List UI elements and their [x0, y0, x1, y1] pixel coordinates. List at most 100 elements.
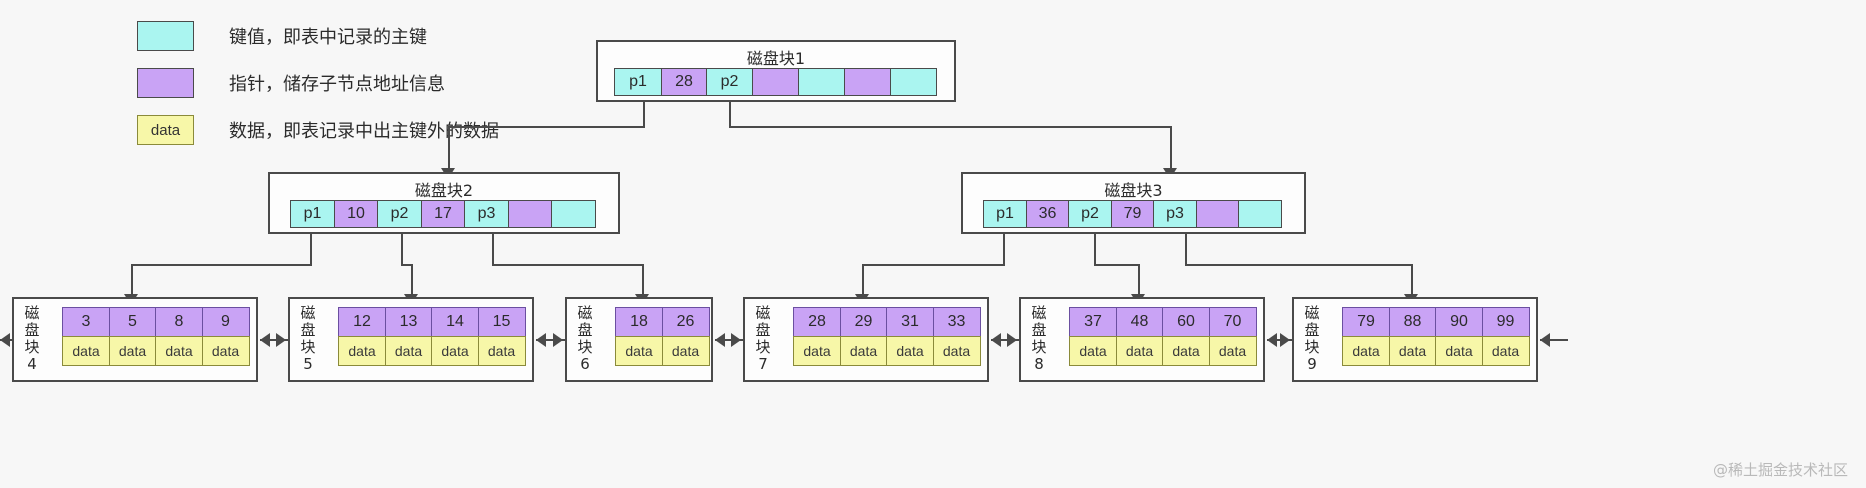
connector-n3-c1-v1	[1003, 234, 1005, 266]
leaf-key-cell: 31	[886, 307, 934, 337]
arrow-leaf6-leaf7-right	[731, 333, 741, 347]
node-internal-3-cell-4: p3	[1153, 200, 1197, 228]
arrow-leaf7-leaf8-right	[1007, 333, 1017, 347]
connector-n3-c2-v2	[1138, 264, 1140, 298]
leaf-label-char: 盘	[1304, 321, 1320, 339]
node-root-cell-4	[798, 68, 845, 96]
leaf-key-cell: 79	[1342, 307, 1390, 337]
leaf-data-cell: data	[1162, 335, 1210, 366]
leaf-data-cell: data	[1388, 335, 1437, 366]
connector-root-left-h	[448, 126, 645, 128]
node-internal-3-cell-2: p2	[1068, 200, 1112, 228]
leaf-data-cell: data	[839, 335, 888, 366]
leaf-label-char: 9	[1307, 355, 1317, 373]
leaf-data-cell: data	[62, 335, 110, 366]
legend-item-key: 键值，即表中记录的主键	[137, 18, 567, 54]
node-internal-2-cell-4: p3	[464, 200, 509, 228]
leaf-key-cell: 37	[1069, 307, 1117, 337]
node-internal-2-cell-2: p2	[377, 200, 422, 228]
node-root-cell-3	[751, 68, 800, 96]
leaf-key-cell: 14	[431, 307, 479, 337]
connector-n2-c3-h	[492, 264, 644, 266]
leaf-label-char: 磁	[300, 304, 316, 322]
node-root-cell-5	[843, 68, 892, 96]
connector-n3-c3-v1	[1185, 234, 1187, 266]
leaf-data-cell: data	[477, 335, 526, 366]
node-internal-2-cell-0: p1	[290, 200, 335, 228]
leaf-data-cell: data	[1435, 335, 1483, 366]
leaf-key-cell: 18	[615, 307, 663, 337]
leaf-data-cell: data	[1069, 335, 1117, 366]
leaf-data-cell: data	[338, 335, 386, 366]
legend-item-data-label: 数据，即表记录中出主键外的数据	[229, 121, 499, 142]
line-leaf8-leaf9	[1267, 339, 1292, 341]
leaf-key-cell: 60	[1162, 307, 1210, 337]
leaf-key-cell: 15	[477, 307, 526, 337]
arrow-leaf8-leaf9-right	[1280, 333, 1290, 347]
leaf-key-cell: 70	[1208, 307, 1257, 337]
node-internal-2-cell-3: 17	[420, 200, 466, 228]
connector-n3-c3-h	[1185, 264, 1413, 266]
leaf-label-char: 磁	[1304, 304, 1320, 322]
leaf-data-cell: data	[615, 335, 663, 366]
connector-n2-c2-v2	[411, 264, 413, 298]
leaf-key-cell: 48	[1115, 307, 1164, 337]
leaf-key-cell: 99	[1481, 307, 1530, 337]
leaf-key-cell: 12	[338, 307, 386, 337]
connector-n2-c3-v1	[492, 234, 494, 266]
connector-root-right-h	[729, 126, 1172, 128]
line-leaf7-leaf8	[991, 339, 1019, 341]
arrow-leaf4-leaf5-right	[276, 333, 286, 347]
connector-n3-c2-h	[1094, 264, 1140, 266]
data-color-swatch: data	[137, 115, 194, 145]
line-leaf4-leaf5	[260, 339, 288, 341]
leaf-label-char: 7	[758, 355, 768, 373]
line-leaf-chain-start	[0, 339, 14, 341]
legend-item-key-label: 键值，即表中记录的主键	[229, 27, 427, 48]
line-leaf6-leaf7	[715, 339, 743, 341]
leaf-data-cell: data	[1342, 335, 1390, 366]
node-internal-3-cell-1: 36	[1025, 200, 1070, 228]
connector-n2-c2-h	[401, 264, 413, 266]
connector-n2-c1-v2	[131, 264, 133, 298]
connector-n3-c1-v2	[862, 264, 864, 298]
watermark: @稀土掘金技术社区	[1712, 461, 1848, 479]
node-root-cell-6	[890, 68, 937, 96]
connector-n2-c3-v2	[642, 264, 644, 298]
leaf-data-cell: data	[201, 335, 250, 366]
node-root-title: 磁盘块1	[746, 49, 806, 68]
leaf-label-char: 磁	[24, 304, 40, 322]
connector-n3-c1-h	[862, 264, 1005, 266]
leaf-label-char: 6	[580, 355, 590, 373]
leaf-data-cell: data	[793, 335, 841, 366]
leaf-label-char: 块	[1304, 338, 1320, 356]
line-leaf5-leaf6	[536, 339, 565, 341]
leaf-label-char: 8	[1034, 355, 1044, 373]
leaf-key-cell: 88	[1388, 307, 1437, 337]
leaf-data-cell: data	[1208, 335, 1257, 366]
node-internal-2-cell-1: 10	[333, 200, 379, 228]
